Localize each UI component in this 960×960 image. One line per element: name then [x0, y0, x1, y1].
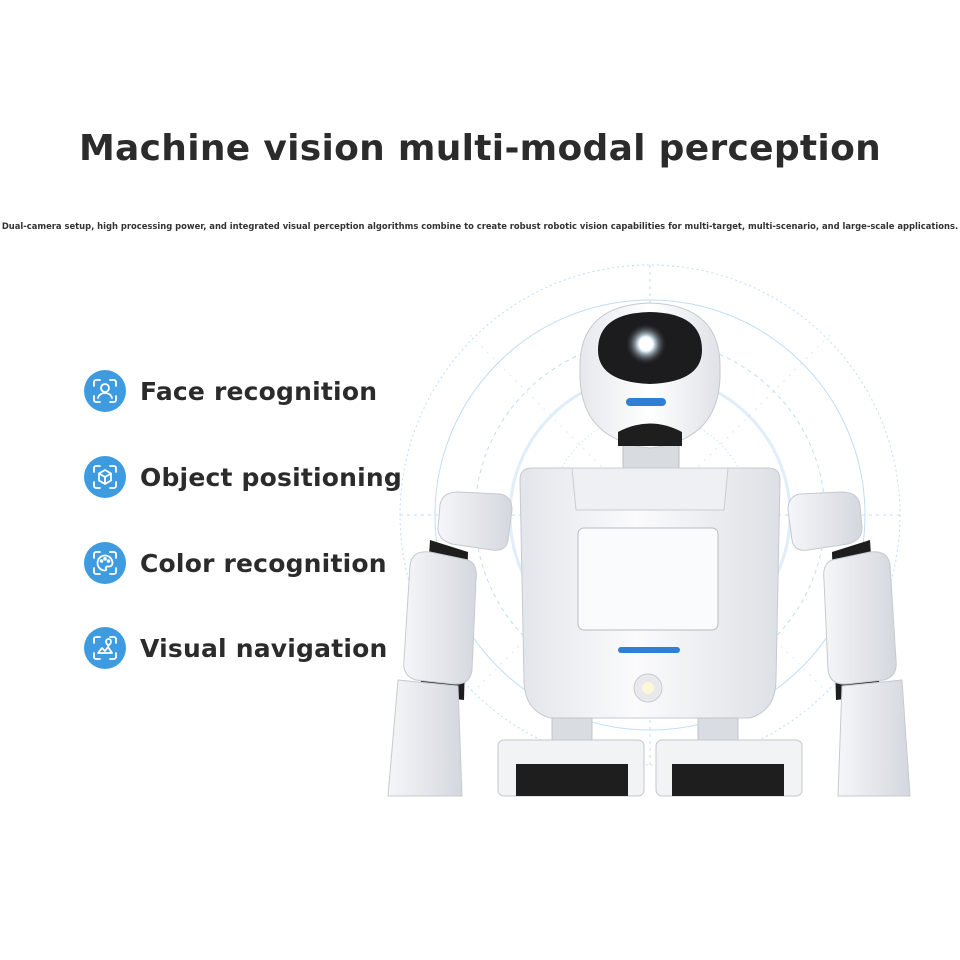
page-title: Machine vision multi-modal perception: [78, 128, 882, 169]
feature-label: Color recognition: [140, 548, 387, 578]
feature-label: Object positioning: [140, 462, 403, 492]
robot-head: [579, 302, 721, 449]
robot-right-arm: [787, 491, 911, 797]
feature-face-recognition: Face recognition: [84, 369, 377, 413]
face-scan-icon: [84, 370, 126, 412]
humanoid-robot-illustration: [387, 264, 911, 797]
robot-scene: [380, 240, 920, 800]
feature-label: Visual navigation: [140, 633, 388, 663]
feature-visual-navigation: Visual navigation: [84, 626, 388, 670]
feature-object-positioning: Object positioning: [84, 455, 402, 499]
feature-color-recognition: Color recognition: [84, 541, 387, 585]
robot-left-arm: [387, 491, 513, 797]
cube-scan-icon: [84, 456, 126, 498]
map-scan-icon: [84, 627, 126, 669]
robot-legs: [497, 717, 803, 797]
feature-label: Face recognition: [140, 376, 378, 406]
palette-scan-icon: [84, 542, 126, 584]
robot-torso: [519, 467, 781, 719]
page-subtitle: Dual-camera setup, high processing power…: [1, 221, 959, 231]
